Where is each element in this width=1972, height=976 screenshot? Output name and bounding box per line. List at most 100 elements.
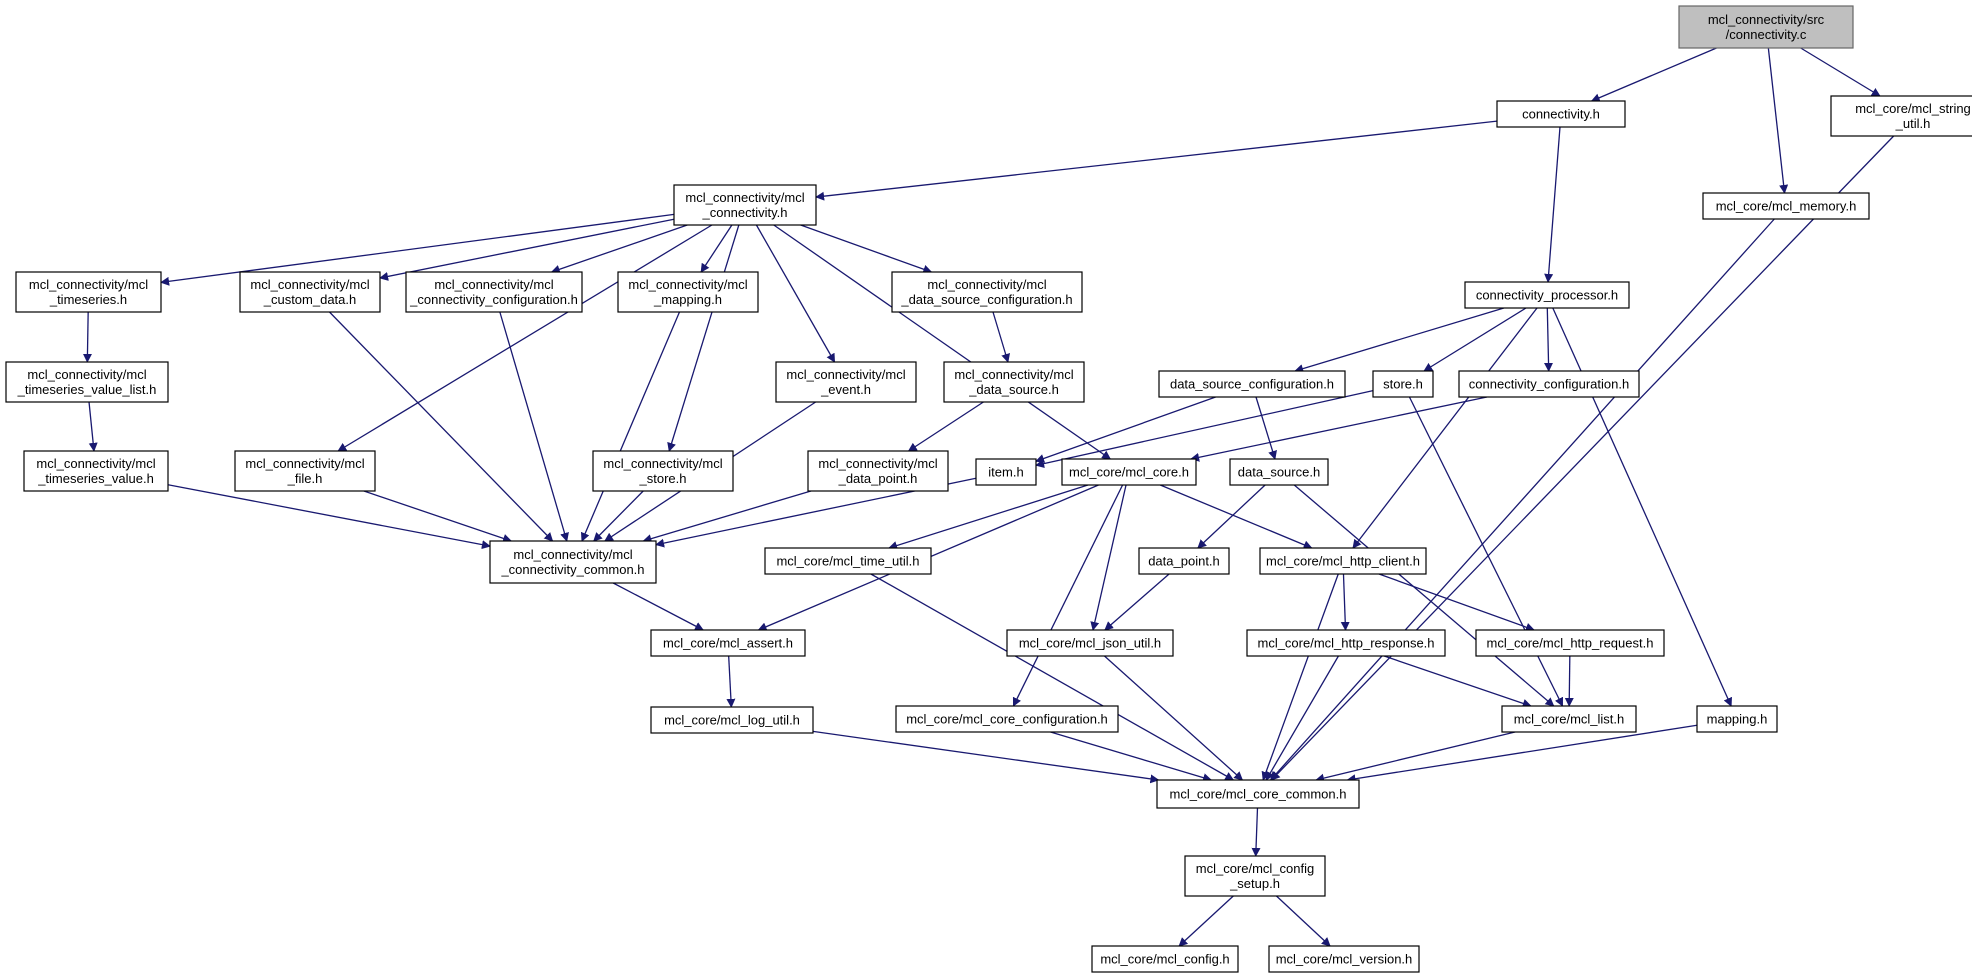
node-box[interactable] (239, 271, 381, 313)
node-box[interactable] (592, 450, 734, 492)
node-box[interactable] (5, 361, 169, 403)
node-core[interactable]: mcl_core/mcl_core.h (1061, 458, 1197, 486)
edge-mcl_connectivity_h-to-core (773, 224, 1112, 460)
node-store[interactable]: store.h (1372, 370, 1434, 398)
node-version[interactable]: mcl_core/mcl_version.h (1268, 945, 1420, 973)
node-data-source[interactable]: data_source.h (1229, 458, 1329, 486)
node-http-response[interactable]: mcl_core/mcl_http_response.h (1246, 629, 1446, 657)
node-box[interactable] (1696, 705, 1778, 733)
node-conn-processor[interactable]: connectivity_processor.h (1464, 281, 1630, 309)
node-box[interactable] (975, 458, 1037, 486)
node-label: data_point.h (1148, 554, 1220, 569)
node-box[interactable] (673, 184, 817, 226)
node-box[interactable] (23, 450, 169, 492)
node-store-mcl[interactable]: mcl_connectivity/mcl_store.h (592, 450, 734, 492)
edge-conn_processor-to-connectivity_configuration (1544, 307, 1554, 372)
node-label: mcl_core/mcl_version.h (1276, 952, 1413, 967)
node-list[interactable]: mcl_core/mcl_list.h (1501, 705, 1637, 733)
node-item[interactable]: item.h (975, 458, 1037, 486)
node-box[interactable] (764, 547, 932, 575)
node-event[interactable]: mcl_connectivity/mcl_event.h (775, 361, 917, 403)
node-ds-config[interactable]: data_source_configuration.h (1158, 370, 1346, 398)
node-box[interactable] (775, 361, 917, 403)
node-box[interactable] (1702, 192, 1870, 220)
node-mcl-connectivity-h[interactable]: mcl_connectivity/mcl_connectivity.h (673, 184, 817, 226)
node-label: _data_point.h (838, 471, 918, 486)
node-assert[interactable]: mcl_core/mcl_assert.h (650, 629, 806, 657)
node-http-request[interactable]: mcl_core/mcl_http_request.h (1475, 629, 1665, 657)
node-label: mcl_core/mcl_config (1196, 861, 1315, 876)
node-box[interactable] (1475, 629, 1665, 657)
node-box[interactable] (1830, 95, 1972, 137)
edge-core-to-json_util (1090, 484, 1127, 631)
node-label: mcl_connectivity/mcl (36, 456, 155, 471)
node-box[interactable] (1006, 629, 1174, 657)
node-label: _connectivity_configuration.h (409, 292, 578, 307)
node-box[interactable] (234, 450, 376, 492)
node-core-common[interactable]: mcl_core/mcl_core_common.h (1156, 779, 1360, 809)
edge-data_point-to-json_util (1104, 573, 1170, 631)
node-root[interactable]: mcl_connectivity/src/connectivity.c (1678, 5, 1854, 49)
node-box[interactable] (891, 271, 1083, 313)
node-label: mcl_connectivity/mcl (954, 367, 1073, 382)
node-label: mcl_connectivity/mcl (29, 277, 148, 292)
node-box[interactable] (1372, 370, 1434, 398)
node-box[interactable] (1091, 945, 1239, 973)
node-ts-value[interactable]: mcl_connectivity/mcl_timeseries_value.h (23, 450, 169, 492)
node-timeseries[interactable]: mcl_connectivity/mcl_timeseries.h (15, 271, 162, 313)
node-string-util[interactable]: mcl_core/mcl_string_util.h (1830, 95, 1972, 137)
node-config[interactable]: mcl_core/mcl_config.h (1091, 945, 1239, 973)
node-time-util[interactable]: mcl_core/mcl_time_util.h (764, 547, 932, 575)
edge-mcl_connectivity_h-to-mapping_mcl (700, 224, 733, 273)
edge-custom_data-to-conn_common (329, 311, 554, 542)
node-connectivity-h[interactable]: connectivity.h (1496, 100, 1626, 128)
node-box[interactable] (1061, 458, 1197, 486)
node-box[interactable] (1464, 281, 1630, 309)
node-config-setup[interactable]: mcl_core/mcl_config_setup.h (1184, 855, 1326, 897)
node-custom-data[interactable]: mcl_connectivity/mcl_custom_data.h (239, 271, 381, 313)
node-data-point-mcl[interactable]: mcl_connectivity/mcl_data_point.h (807, 450, 949, 492)
node-box[interactable] (1501, 705, 1637, 733)
node-box[interactable] (1268, 945, 1420, 973)
node-box[interactable] (1246, 629, 1446, 657)
node-conn-config[interactable]: mcl_connectivity/mcl_connectivity_config… (405, 271, 583, 313)
node-box[interactable] (895, 705, 1119, 733)
node-data-point[interactable]: data_point.h (1138, 547, 1230, 575)
node-box[interactable] (1156, 779, 1360, 809)
node-ts-value-list[interactable]: mcl_connectivity/mcl_timeseries_value_li… (5, 361, 169, 403)
node-label: mcl_connectivity/mcl (250, 277, 369, 292)
node-box[interactable] (1458, 370, 1640, 398)
node-label: /connectivity.c (1726, 27, 1807, 42)
node-box[interactable] (489, 540, 657, 584)
node-mapping-mcl[interactable]: mcl_connectivity/mcl_mapping.h (617, 271, 759, 313)
node-box[interactable] (1138, 547, 1230, 575)
node-json-util[interactable]: mcl_core/mcl_json_util.h (1006, 629, 1174, 657)
node-connectivity-configuration[interactable]: connectivity_configuration.h (1458, 370, 1640, 398)
edge-store-to-item (1035, 390, 1374, 468)
node-log-util[interactable]: mcl_core/mcl_log_util.h (650, 706, 814, 734)
node-mapping[interactable]: mapping.h (1696, 705, 1778, 733)
node-ds-config-mcl[interactable]: mcl_connectivity/mcl_data_source_configu… (891, 271, 1083, 313)
node-box[interactable] (650, 629, 806, 657)
node-box[interactable] (1259, 547, 1427, 575)
node-box[interactable] (1229, 458, 1329, 486)
node-http-client[interactable]: mcl_core/mcl_http_client.h (1259, 547, 1427, 575)
node-box[interactable] (15, 271, 162, 313)
node-mcl-memory[interactable]: mcl_core/mcl_memory.h (1702, 192, 1870, 220)
node-box[interactable] (943, 361, 1085, 403)
node-file[interactable]: mcl_connectivity/mcl_file.h (234, 450, 376, 492)
edge-core-to-time_util (888, 484, 1089, 550)
node-box[interactable] (1496, 100, 1626, 128)
node-box[interactable] (405, 271, 583, 313)
edge-data_source-to-list (1293, 484, 1555, 707)
node-box[interactable] (1678, 5, 1854, 49)
edge-mapping-to-core_common (1346, 724, 1698, 784)
node-box[interactable] (617, 271, 759, 313)
node-conn-common[interactable]: mcl_connectivity/mcl_connectivity_common… (489, 540, 657, 584)
node-box[interactable] (1184, 855, 1326, 897)
node-box[interactable] (650, 706, 814, 734)
node-data-source-mcl[interactable]: mcl_connectivity/mcl_data_source.h (943, 361, 1085, 403)
node-core-configuration[interactable]: mcl_core/mcl_core_configuration.h (895, 705, 1119, 733)
node-box[interactable] (1158, 370, 1346, 398)
node-box[interactable] (807, 450, 949, 492)
